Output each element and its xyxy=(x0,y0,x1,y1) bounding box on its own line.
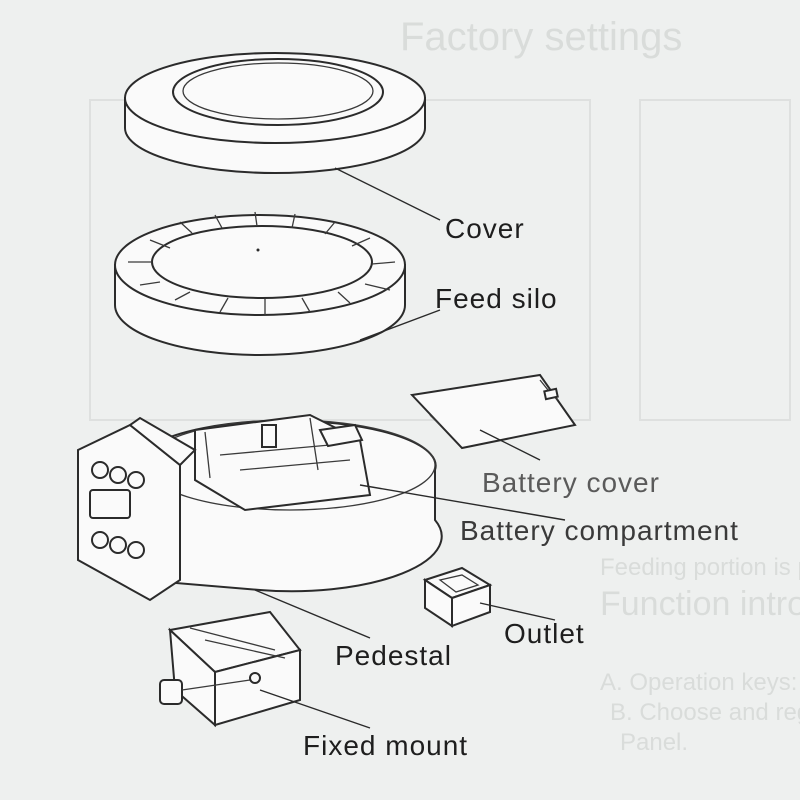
pedestal-part xyxy=(77,413,443,602)
feed-silo-part xyxy=(114,211,406,356)
part-labels: Cover Feed silo Battery cover Battery co… xyxy=(303,213,739,761)
bleed-line-5: Feeding portion is place xyxy=(600,554,800,581)
leader-fixed-mount xyxy=(259,689,371,729)
bleed-line-4: Panel. xyxy=(620,729,688,756)
label-fixed-mount: Fixed mount xyxy=(303,730,468,761)
label-feed-silo: Feed silo xyxy=(435,283,558,314)
battery-cover-part xyxy=(409,373,577,450)
label-battery-compartment: Battery compartment xyxy=(460,515,739,546)
leader-cover xyxy=(334,167,441,221)
leader-battery-compartment xyxy=(359,484,566,521)
label-pedestal: Pedestal xyxy=(335,640,452,671)
label-outlet: Outlet xyxy=(504,618,585,649)
bleed-line-3: B. Choose and register xyxy=(610,699,800,726)
leader-battery-cover xyxy=(479,429,541,461)
leader-feed-silo xyxy=(359,309,441,341)
leader-pedestal xyxy=(254,589,371,639)
outlet-part xyxy=(422,566,493,628)
bleed-through-text: Factory settings Function introduction A… xyxy=(89,15,800,756)
label-battery-cover: Battery cover xyxy=(482,467,660,498)
bleed-line-1: Function introduction xyxy=(600,585,800,623)
bleed-heading: Factory settings xyxy=(400,15,682,59)
leader-outlet xyxy=(479,602,556,621)
bleed-line-2: A. Operation keys: Set parameters xyxy=(600,669,800,696)
fixed-mount-part xyxy=(159,610,302,728)
leader-lines xyxy=(254,167,566,729)
label-cover: Cover xyxy=(445,213,525,244)
cover-part xyxy=(124,52,426,174)
